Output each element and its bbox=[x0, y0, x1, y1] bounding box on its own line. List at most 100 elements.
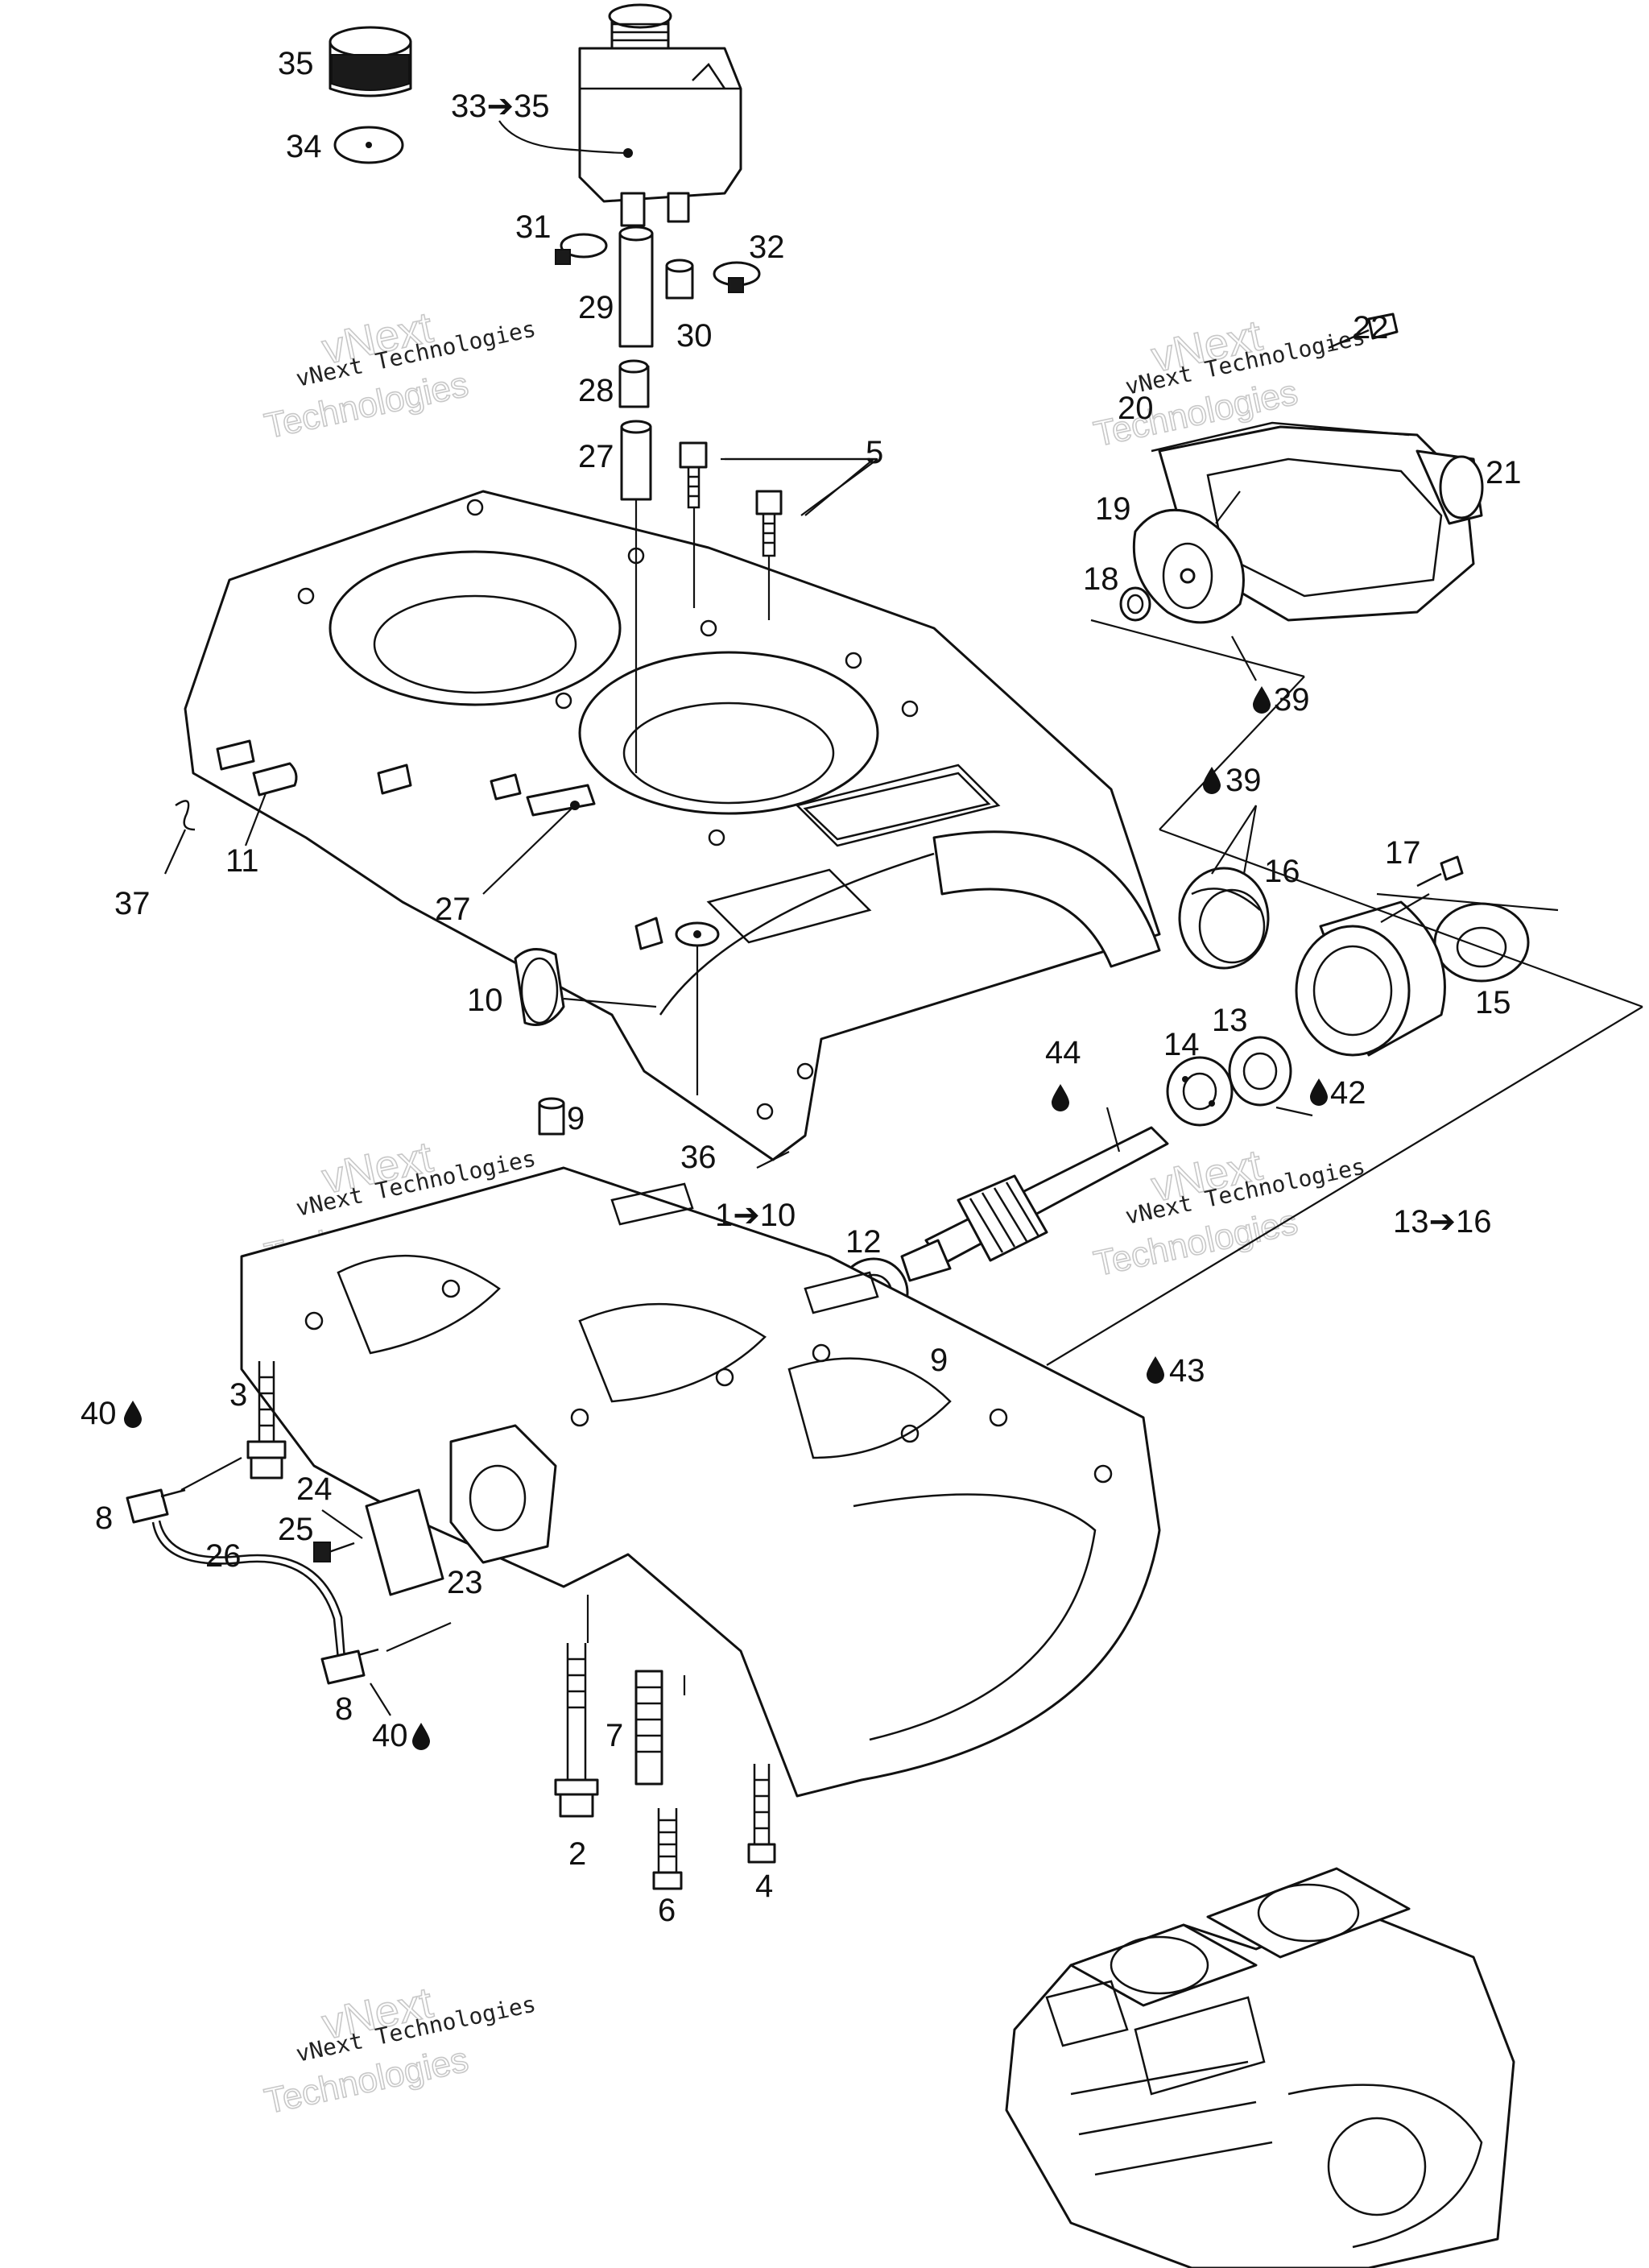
callout-13: 13 bbox=[1212, 1003, 1248, 1038]
oil-drop-icon bbox=[1310, 1078, 1328, 1106]
oil-cap-part bbox=[329, 26, 412, 97]
callout-18: 18 bbox=[1083, 561, 1119, 597]
callout-35: 35 bbox=[278, 46, 314, 81]
bolt-3 bbox=[246, 1361, 287, 1480]
callout-31: 31 bbox=[515, 209, 552, 245]
callout-4: 4 bbox=[755, 1869, 773, 1904]
callout-14: 14 bbox=[1163, 1027, 1200, 1062]
hose-30 bbox=[665, 259, 694, 300]
callout-40-lower: 40 bbox=[372, 1718, 430, 1753]
callout-24: 24 bbox=[296, 1471, 333, 1507]
callout-40-upper: 40 bbox=[81, 1396, 142, 1431]
fitting-11 bbox=[252, 762, 298, 797]
clip-37 bbox=[175, 800, 196, 831]
callout-43: 43 bbox=[1147, 1353, 1205, 1389]
hose-27-upper bbox=[620, 420, 652, 501]
screw-5b bbox=[755, 490, 783, 557]
callout-9-upper: 9 bbox=[567, 1101, 585, 1136]
callout-25: 25 bbox=[278, 1512, 314, 1547]
oil-drop-icon bbox=[1253, 686, 1271, 714]
oil-reservoir-part bbox=[578, 3, 742, 227]
stud-7 bbox=[634, 1670, 663, 1786]
engine-reference-thumbnail bbox=[1005, 1867, 1515, 2268]
cover-plate-24 bbox=[365, 1488, 444, 1596]
callout-36: 36 bbox=[680, 1140, 717, 1175]
bearing-13 bbox=[1228, 1036, 1292, 1107]
callout-12: 12 bbox=[845, 1224, 882, 1260]
callout-42: 42 bbox=[1310, 1075, 1366, 1111]
callout-8-lower: 8 bbox=[335, 1691, 353, 1727]
callout-32: 32 bbox=[749, 230, 785, 265]
bolt-2 bbox=[554, 1643, 599, 1818]
bearing-housing-part bbox=[1295, 900, 1446, 1057]
pump-bolt-22 bbox=[1328, 312, 1399, 350]
callout-27-lower: 27 bbox=[435, 892, 471, 927]
screw-17 bbox=[1416, 855, 1464, 888]
callout-5: 5 bbox=[866, 435, 883, 470]
upper-crankcase-part bbox=[184, 490, 1161, 1161]
callout-27-upper: 27 bbox=[578, 439, 614, 474]
hose-28 bbox=[618, 359, 650, 408]
callout-3: 3 bbox=[229, 1377, 247, 1413]
callout-labels: 35 34 33➔35 31 32 29 30 28 27 5 22 20 21… bbox=[81, 46, 1522, 1928]
fitting-8b bbox=[320, 1648, 379, 1685]
callout-1-10: 1➔10 bbox=[715, 1198, 796, 1233]
oil-drop-icon bbox=[412, 1723, 430, 1750]
oil-drop-icon bbox=[1203, 767, 1221, 794]
callout-20: 20 bbox=[1118, 391, 1154, 426]
screw-25 bbox=[313, 1542, 355, 1562]
oil-drop-icon bbox=[124, 1401, 142, 1428]
lower-crankcase-part bbox=[240, 1166, 1161, 1798]
hose-clamp-32 bbox=[713, 261, 761, 293]
bolt-6 bbox=[652, 1808, 683, 1890]
callout-33-35: 33➔35 bbox=[451, 89, 550, 124]
callout-22: 22 bbox=[1353, 310, 1389, 346]
callout-39-pump: 39 bbox=[1253, 682, 1310, 718]
bolt-4 bbox=[747, 1764, 776, 1864]
callout-29: 29 bbox=[578, 290, 614, 325]
callout-10: 10 bbox=[467, 983, 503, 1018]
callout-23: 23 bbox=[447, 1565, 483, 1600]
callout-9-lower: 9 bbox=[930, 1343, 948, 1378]
seal-16 bbox=[1178, 867, 1270, 970]
callout-39-pump-text: 39 bbox=[1274, 682, 1310, 718]
callout-26: 26 bbox=[205, 1538, 242, 1574]
oil-drop-icon bbox=[1147, 1356, 1164, 1384]
callout-39-seal-text: 39 bbox=[1225, 763, 1262, 798]
callout-21: 21 bbox=[1486, 455, 1522, 490]
callout-37: 37 bbox=[114, 886, 151, 921]
bearing-14 bbox=[1166, 1056, 1234, 1127]
callout-8-upper: 8 bbox=[95, 1500, 113, 1536]
callout-44-text: 44 bbox=[1045, 1035, 1081, 1070]
o-ring-18 bbox=[1119, 586, 1151, 622]
screw-5a bbox=[679, 441, 708, 509]
callout-16: 16 bbox=[1264, 854, 1300, 889]
fitting-8a bbox=[126, 1488, 186, 1524]
hose-29 bbox=[618, 226, 654, 348]
gasket-20 bbox=[1151, 421, 1410, 453]
callout-30: 30 bbox=[676, 318, 713, 354]
callout-19: 19 bbox=[1095, 491, 1131, 527]
callout-43-text: 43 bbox=[1169, 1353, 1205, 1389]
callout-28: 28 bbox=[578, 373, 614, 408]
callout-15: 15 bbox=[1475, 985, 1511, 1020]
grommet-10 bbox=[514, 948, 565, 1026]
callout-42-text: 42 bbox=[1330, 1075, 1366, 1111]
callout-11: 11 bbox=[225, 843, 259, 879]
cap-15 bbox=[1433, 902, 1530, 983]
impeller-cover-19 bbox=[1132, 508, 1245, 624]
leader-lines bbox=[163, 120, 1643, 1716]
oil-drop-icon bbox=[1052, 1084, 1069, 1111]
callout-6: 6 bbox=[658, 1893, 676, 1928]
callout-40-upper-text: 40 bbox=[81, 1396, 117, 1431]
shaft-44 bbox=[900, 1126, 1169, 1282]
callout-44: 44 bbox=[1045, 1035, 1081, 1111]
callout-39-seal: 39 bbox=[1203, 763, 1262, 798]
watermark-top-right: vNext vNext Technologies Technologies bbox=[1090, 311, 1368, 455]
watermark-top-left: vNext vNext Technologies Technologies bbox=[261, 303, 539, 447]
hose-clamp-31 bbox=[555, 233, 608, 265]
callout-7: 7 bbox=[605, 1718, 623, 1753]
callout-34: 34 bbox=[286, 129, 322, 164]
callout-40-lower-text: 40 bbox=[372, 1718, 408, 1753]
